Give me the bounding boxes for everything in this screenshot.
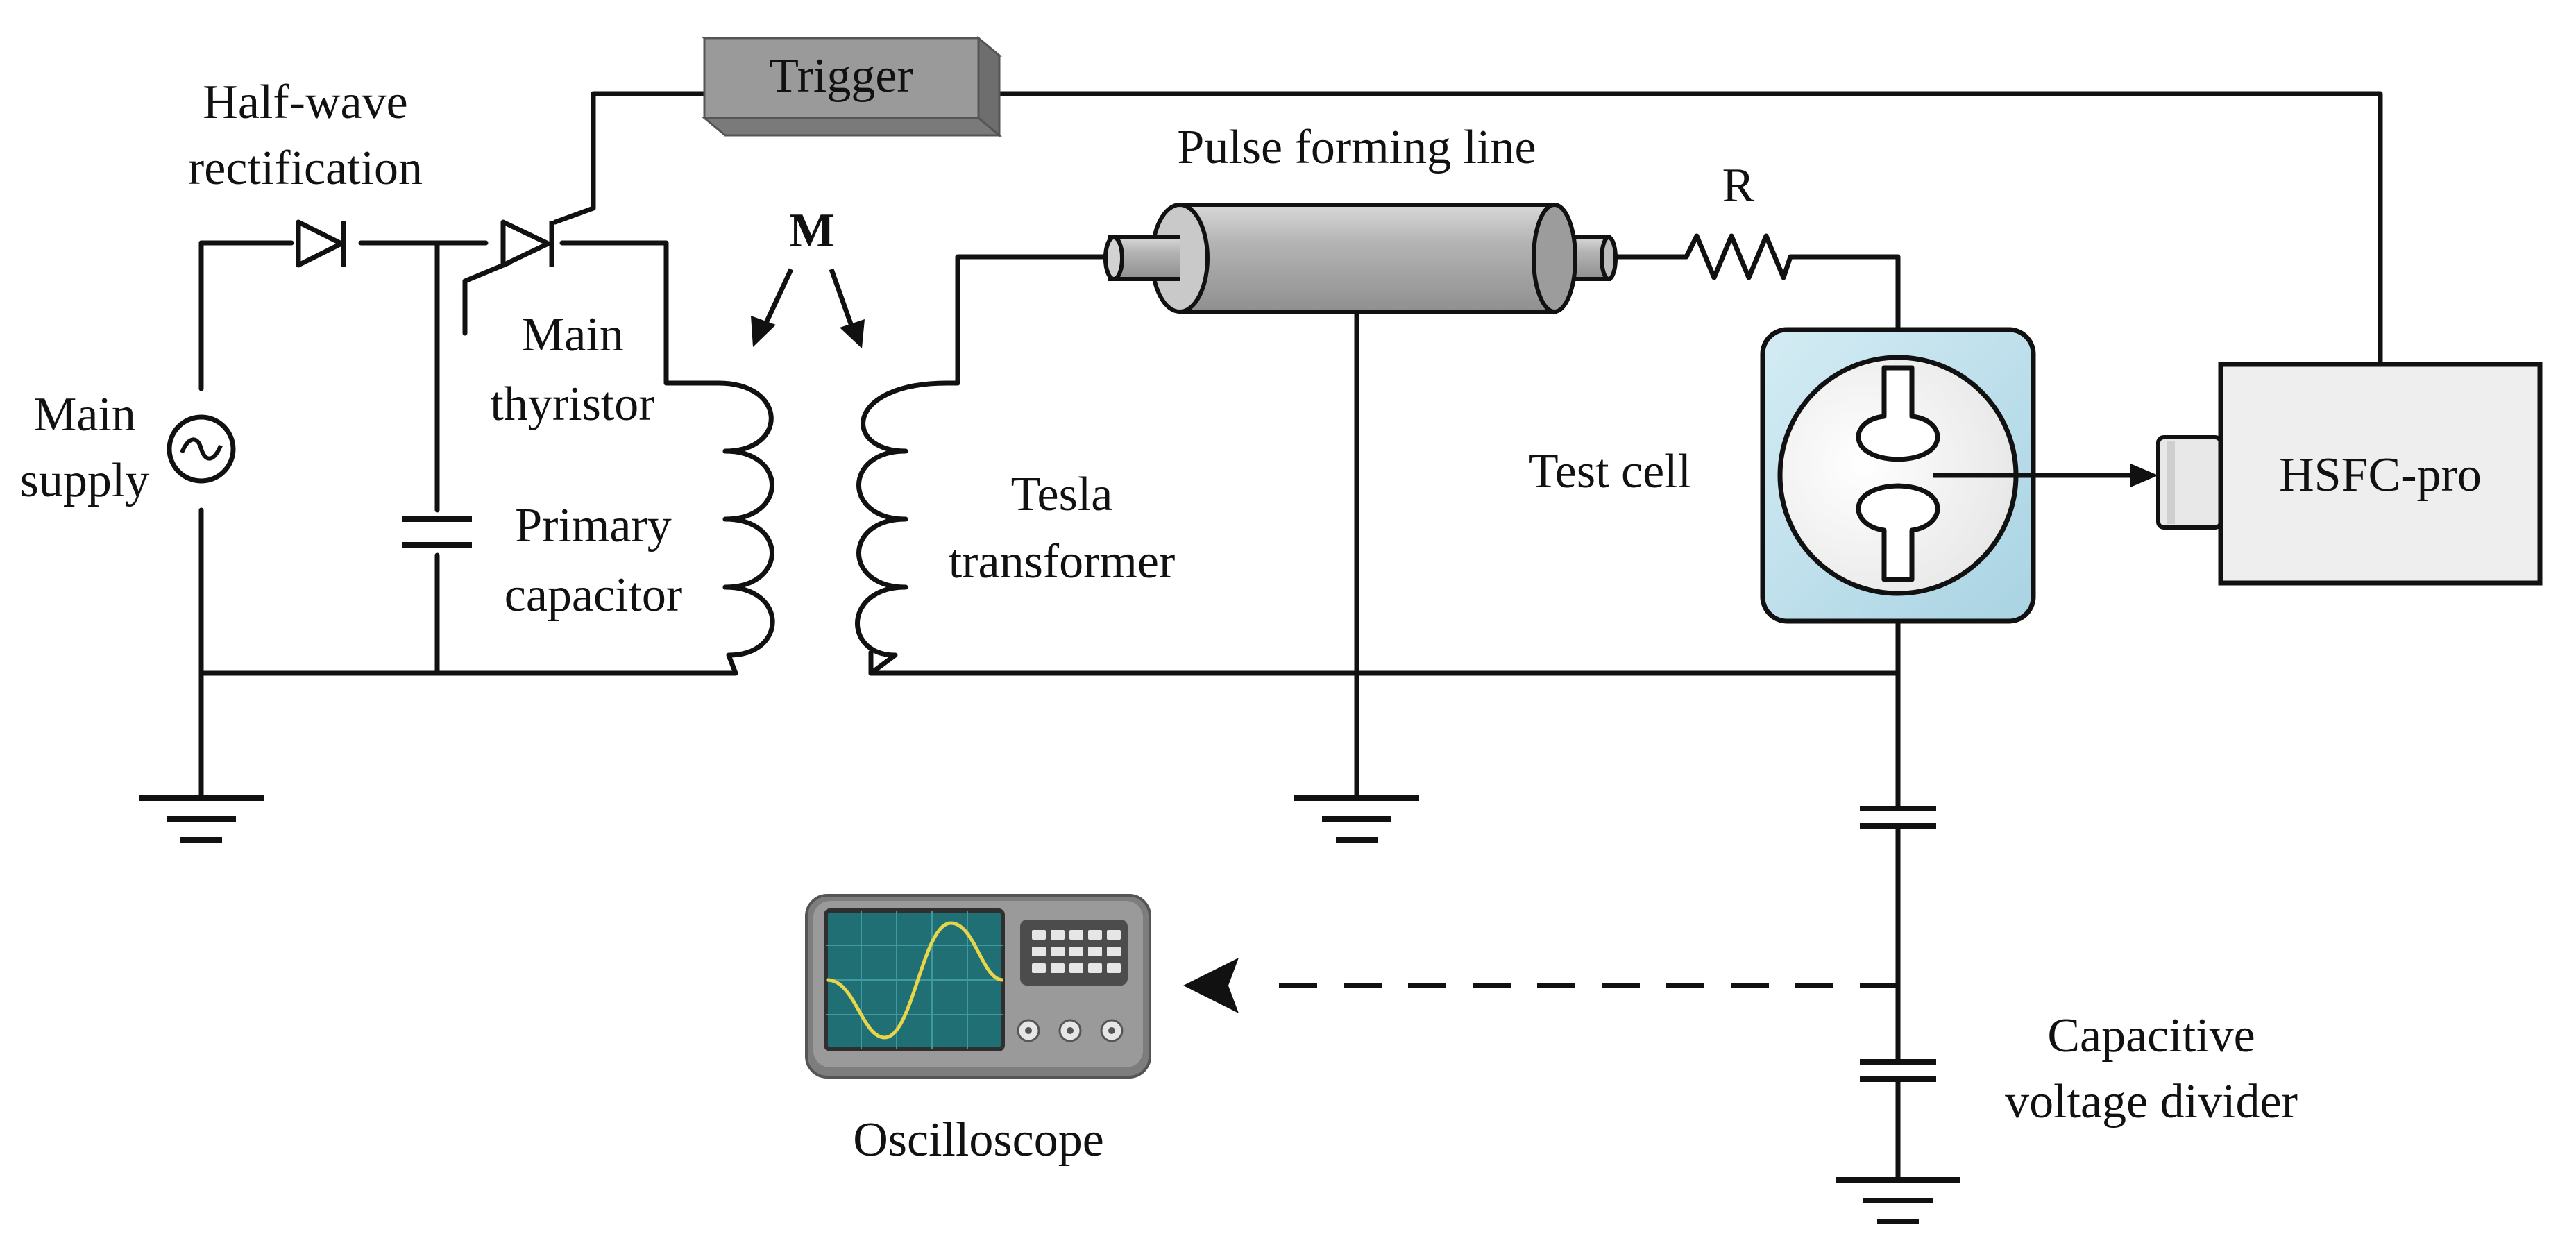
main-supply-label-2: supply (20, 454, 150, 507)
ac-source-icon (167, 414, 236, 484)
trigger-box (701, 35, 1003, 138)
main-thyristor-label-1: Main (521, 308, 624, 362)
thyristor-icon (500, 219, 554, 268)
oscilloscope-icon (805, 894, 1151, 1079)
wire-trigger-to-camera (997, 91, 2383, 367)
wire-thyristor-gate-trigger (552, 91, 707, 225)
mutual-inductance-label: M (789, 204, 835, 257)
main-supply-label-1: Main (33, 388, 136, 441)
camera-label: HSFC-pro (2279, 448, 2482, 502)
capacitor-icon (402, 516, 472, 548)
labels: Trigger Half-wave rectification Pulse fo… (20, 49, 2482, 1167)
half-wave-label-2: rectification (188, 142, 423, 195)
primary-capacitor-label-2: capacitor (505, 568, 682, 622)
ground-icon (139, 795, 264, 843)
tesla-transformer-label-1: Tesla (1011, 468, 1113, 521)
primary-capacitor-label-1: Primary (515, 499, 672, 552)
capacitive-divider (1860, 806, 1936, 1082)
half-wave-label-1: Half-wave (203, 76, 407, 129)
transformer-coil-icon (715, 380, 950, 676)
test-cell-label: Test cell (1529, 445, 1691, 498)
resistor-icon (1684, 233, 1793, 280)
trigger-label: Trigger (769, 49, 913, 103)
wire-thyristor-gate (462, 260, 513, 336)
test-cell (1760, 327, 2158, 624)
mutual-inductance-arrows (751, 268, 865, 348)
measurement-line (1183, 958, 1898, 1013)
wire-secondary-bottom (868, 650, 1901, 676)
capacitive-divider-label-1: Capacitive (2047, 1009, 2255, 1063)
ground-icon (1836, 1177, 1960, 1224)
ground-icon (1294, 795, 1419, 843)
oscilloscope-label: Oscilloscope (853, 1113, 1104, 1167)
tesla-transformer-label-2: transformer (949, 535, 1176, 589)
wire-thyristor-to-primary (559, 240, 721, 386)
camera-icon (2156, 362, 2543, 586)
pulse-forming-line (1103, 203, 1618, 314)
resistor-label: R (1722, 159, 1755, 212)
pulse-forming-line-label: Pulse forming line (1177, 121, 1536, 174)
main-thyristor-label-2: thyristor (490, 378, 654, 431)
wire-secondary-to-pfl (944, 254, 1117, 386)
diode-icon (296, 219, 346, 268)
capacitive-divider-label-2: voltage divider (2005, 1075, 2298, 1128)
